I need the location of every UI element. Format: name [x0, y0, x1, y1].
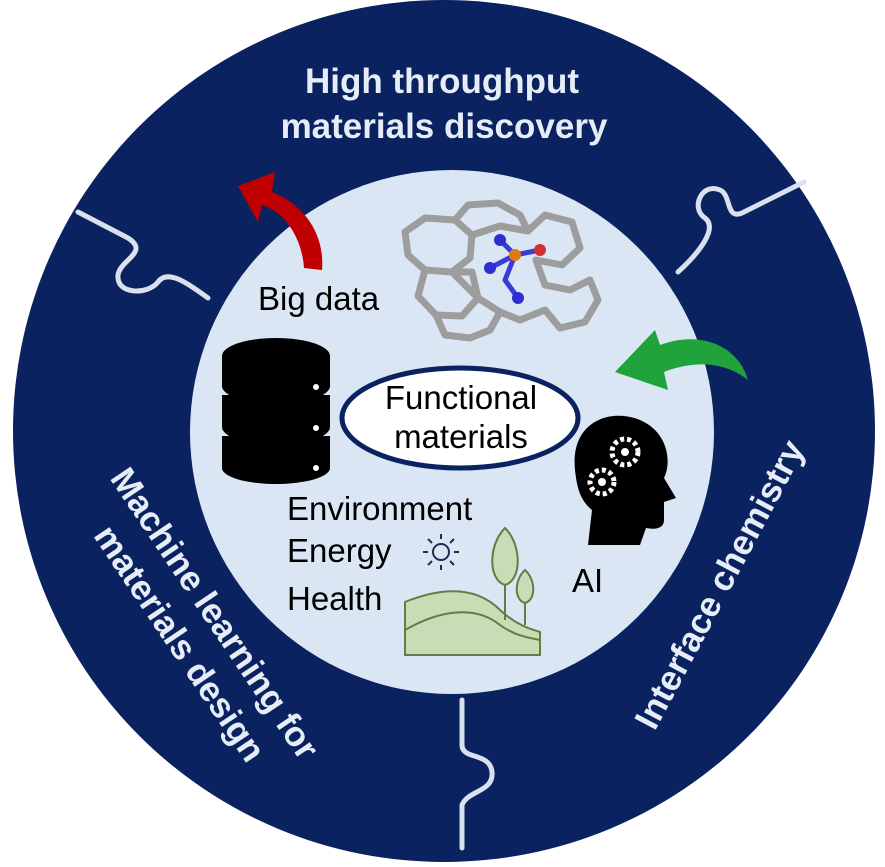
ai-head-icon [574, 415, 676, 545]
ring-label-top-line2: materials discovery [281, 107, 608, 146]
application-health: Health [287, 580, 382, 617]
big-data-label: Big data [258, 280, 380, 317]
molecule-icon [401, 199, 602, 342]
application-environment: Environment [287, 490, 472, 527]
separator-bottom [459, 697, 495, 851]
separator-top-right [675, 179, 807, 275]
red-arrow-icon [238, 172, 323, 270]
application-energy: Energy [287, 532, 392, 569]
database-icon [222, 338, 330, 484]
center-label-line1: Functional [385, 379, 537, 416]
separator-top-left [75, 209, 211, 301]
sun-icon [423, 534, 459, 570]
ring-label-top-line1: High throughput [305, 62, 579, 101]
green-arrow-icon [615, 330, 748, 390]
center-ellipse [339, 365, 581, 471]
ai-label: AI [572, 562, 603, 599]
center-label-line2: materials [394, 418, 528, 455]
landscape-icon [404, 526, 541, 656]
